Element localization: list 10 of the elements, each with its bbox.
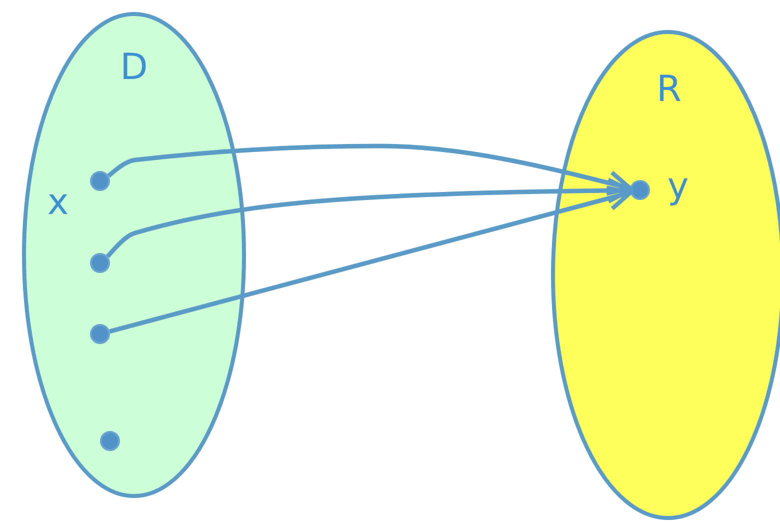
arrow — [109, 186, 632, 334]
set-ellipse — [22, 12, 246, 498]
element-label: x — [47, 185, 69, 221]
arrow — [106, 178, 632, 258]
set-label: R — [656, 72, 682, 108]
arrow — [107, 144, 632, 196]
point-dot — [100, 431, 120, 451]
element-label: y — [667, 169, 689, 205]
point-dot — [90, 324, 110, 344]
set-label: D — [120, 50, 148, 86]
